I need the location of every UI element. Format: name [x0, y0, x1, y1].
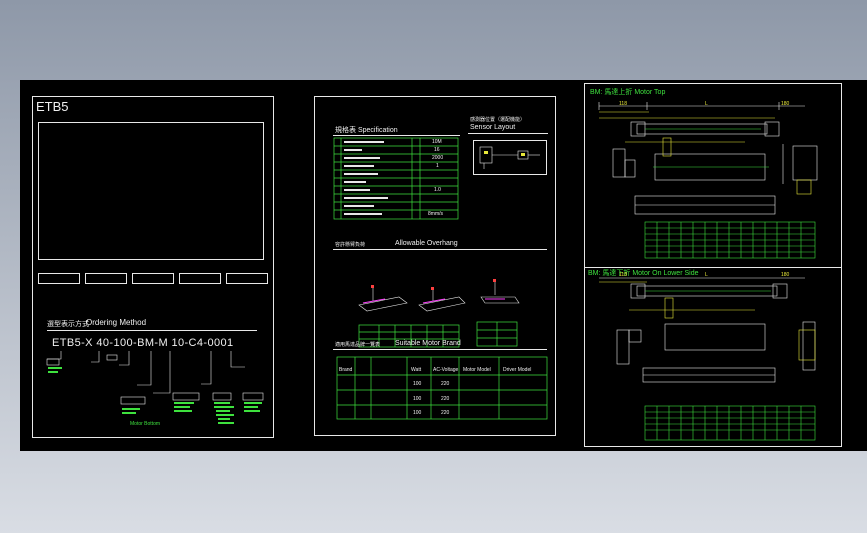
ordering-underline — [47, 330, 257, 331]
top-drawings — [598, 102, 818, 215]
motor-underline — [333, 349, 547, 350]
spec-value-1: 10M — [432, 139, 442, 145]
motor-bottom-note: Motor Bottom — [130, 421, 161, 427]
sheet-specification: 規格表 Specification 感測器位置（選配機能） Sensor Lay… — [314, 96, 556, 436]
overhang-underline — [333, 249, 547, 250]
motor-brand-table: Brand Watt AC-Voltage Motor Model Driver… — [336, 356, 548, 420]
motor-header-voltage: AC-Voltage — [433, 367, 459, 373]
lower-dim-left: 118 — [619, 272, 627, 278]
motor-title-cn: 適用馬達品牌一覽表 — [335, 342, 381, 348]
sensor-title: Sensor Layout — [470, 124, 516, 131]
ordering-code: ETB5-X 40-100-BM-M 10-C4-0001 — [52, 337, 234, 349]
sheet-dimensions: BM: 馬達上折 Motor Top BM: 馬達下折 Motor On Low… — [584, 83, 842, 447]
spec-value-7: 1.0 — [434, 187, 441, 193]
motor-header-brand: Brand — [339, 367, 353, 373]
sensor-underline — [468, 133, 548, 134]
top-dimension-table — [644, 221, 816, 259]
lower-dimension-table — [644, 405, 816, 441]
lower-dim-length: L — [705, 272, 708, 278]
motor-row3-voltage: 220 — [441, 410, 450, 416]
top-dim-length: L — [705, 101, 708, 107]
feature-icon-2 — [85, 273, 127, 284]
motor-row3-watt: 100 — [413, 410, 422, 416]
spec-value-10: 8mm/s — [428, 211, 443, 217]
spec-underline — [333, 135, 460, 136]
top-dim-right: 180 — [781, 101, 790, 107]
spec-value-3: 2000 — [432, 155, 444, 161]
ordering-callouts — [46, 351, 264, 424]
top-section-title: BM: 馬達上折 Motor Top — [590, 89, 666, 96]
motor-row1-voltage: 220 — [441, 381, 450, 387]
sensor-title-cn: 感測器位置（選配機能） — [470, 117, 526, 123]
overhang-title-en: Allowable Overhang — [395, 240, 458, 247]
spec-value-4: 1 — [436, 163, 439, 169]
spec-table: 10M 16 2000 1 1.0 8mm/s — [333, 137, 459, 220]
lower-dim-right: 180 — [781, 272, 790, 278]
overhang-table-left — [358, 324, 460, 348]
overhang-title-cn: 容許懸臂負荷 — [335, 242, 366, 248]
ordering-title-cn: 選型表示方式 — [47, 321, 89, 328]
motor-row2-voltage: 220 — [441, 396, 450, 402]
overhang-table-right — [476, 321, 518, 347]
spec-value-2: 16 — [434, 147, 440, 153]
feature-icon-row — [38, 273, 268, 285]
sensor-layout-diagram — [473, 140, 547, 175]
overhang-diagrams — [358, 279, 520, 312]
motor-header-motor-model: Motor Model — [463, 367, 491, 373]
motor-row1-watt: 100 — [413, 381, 422, 387]
motor-header-driver-model: Driver Model — [503, 367, 532, 373]
motor-title-en: Suitable Motor Brand — [395, 340, 461, 347]
feature-icon-1 — [38, 273, 80, 284]
motor-header-watt: Watt — [411, 367, 422, 373]
lower-section-title: BM: 馬達下折 Motor On Lower Side — [588, 270, 699, 277]
feature-icon-3 — [132, 273, 174, 284]
sheet-ordering: ETB5 選型表示方式 Ordering Method ETB5-X 40-10… — [32, 96, 274, 438]
motor-row2-watt: 100 — [413, 396, 422, 402]
feature-icon-4 — [179, 273, 221, 284]
sheet-title: ETB5 — [36, 99, 69, 114]
ordering-title-en: Ordering Method — [86, 318, 147, 327]
spec-title: 規格表 Specification — [335, 127, 398, 134]
product-image-frame — [38, 122, 264, 260]
lower-drawings — [599, 277, 816, 383]
top-dim-left: 118 — [619, 101, 627, 107]
section-divider — [585, 267, 841, 268]
cad-drawing-canvas[interactable]: ETB5 選型表示方式 Ordering Method ETB5-X 40-10… — [20, 80, 867, 451]
feature-icon-5 — [226, 273, 268, 284]
